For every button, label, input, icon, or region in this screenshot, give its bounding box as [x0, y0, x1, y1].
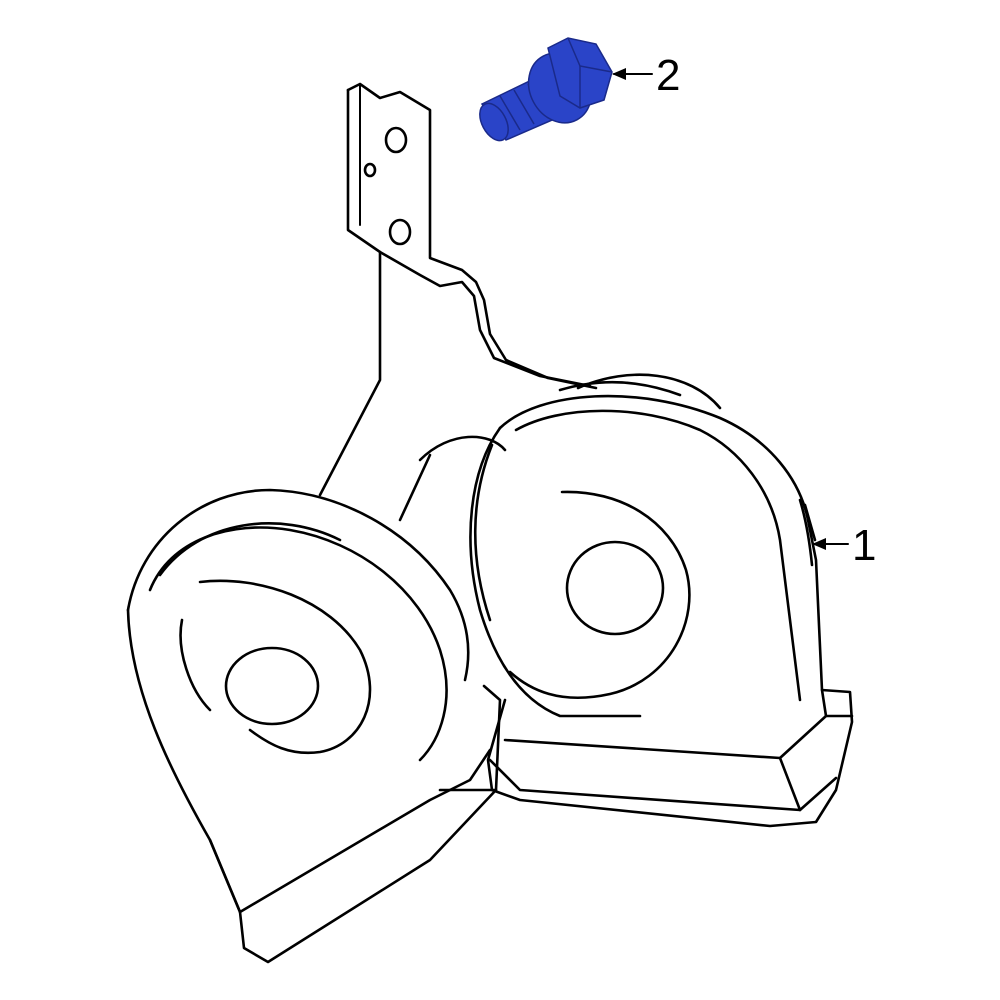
right-horn: [469, 373, 854, 828]
callout-label-1: 1: [852, 521, 876, 570]
bolt: [479, 37, 613, 142]
callout-label-2: 2: [656, 51, 680, 100]
callout-2-arrowhead: [612, 68, 626, 80]
left-horn: [126, 435, 507, 964]
callout-1: 1: [812, 521, 876, 570]
bolt-tip: [479, 102, 509, 142]
mounting-bracket: [318, 82, 598, 497]
callout-2: 2: [612, 51, 680, 100]
callout-1-arrowhead: [812, 538, 826, 550]
